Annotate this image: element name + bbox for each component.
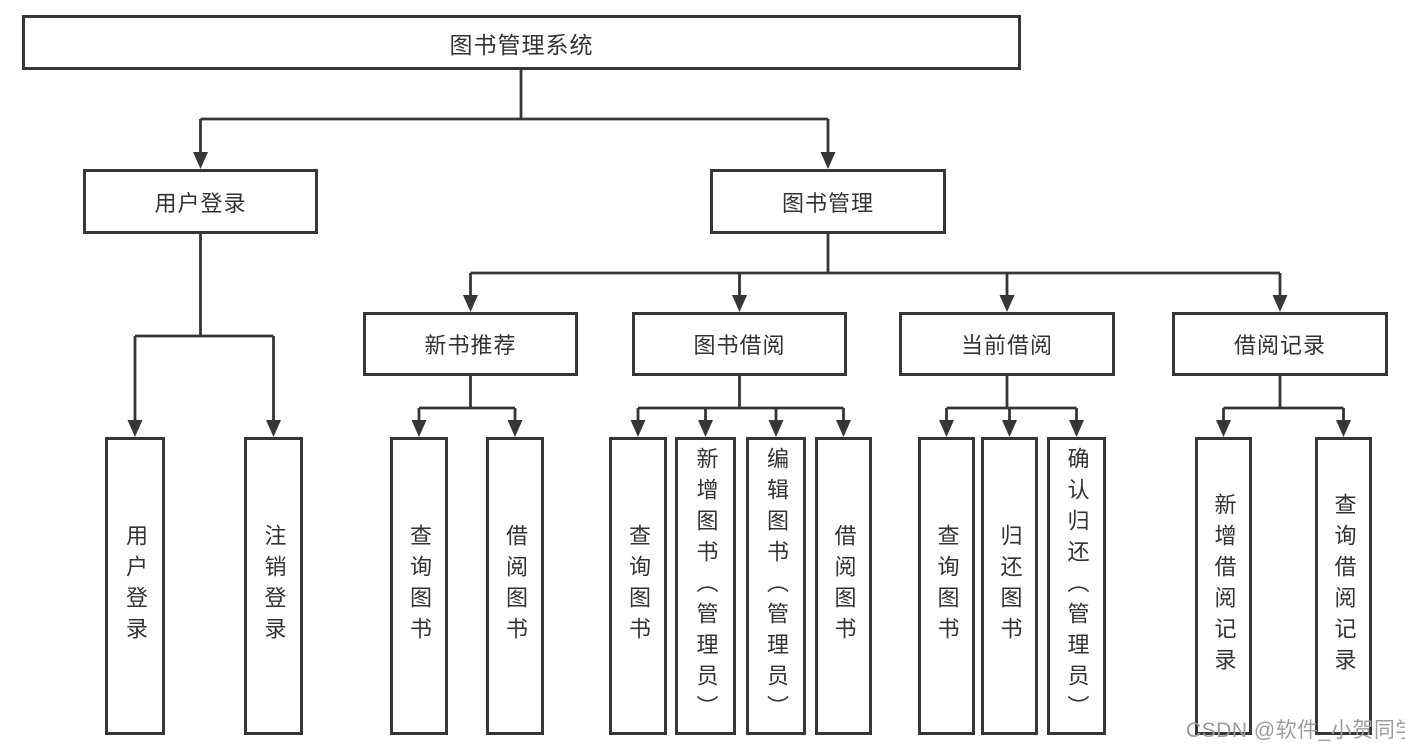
csdn-watermark: CSDN @软件_小贺同学 <box>1186 719 1405 742</box>
leaf-add-book-admin: 新增图书（管理员） <box>675 437 736 735</box>
node-book-borrow: 图书借阅 <box>632 312 847 376</box>
leaf-edit-book-admin: 编辑图书（管理员） <box>746 437 806 735</box>
connector-userlogin-branch <box>133 234 275 423</box>
leaf-confirm-return-admin: 确认归还（管理员） <box>1047 437 1106 735</box>
leaf-add-borrow-record: 新增借阅记录 <box>1195 437 1252 735</box>
node-user-login: 用户登录 <box>83 169 318 234</box>
node-book-management: 图书管理 <box>710 169 946 234</box>
leaf-query-book-borrow: 查询图书 <box>609 437 667 735</box>
connector-current-branch <box>945 376 1078 423</box>
connector-bookmgmt-branch <box>469 234 1282 298</box>
node-current-borrow: 当前借阅 <box>899 312 1115 376</box>
leaf-return-book: 归还图书 <box>981 437 1038 735</box>
leaf-borrow-book: 借阅图书 <box>815 437 872 735</box>
node-new-book-recommend: 新书推荐 <box>363 312 578 376</box>
node-root-system: 图书管理系统 <box>22 15 1021 70</box>
leaf-query-book-current: 查询图书 <box>918 437 975 735</box>
leaf-query-borrow-record: 查询借阅记录 <box>1315 437 1372 735</box>
connector-borrow-branch <box>636 376 845 423</box>
leaf-query-book-recommend: 查询图书 <box>390 437 448 735</box>
leaf-logout: 注销登录 <box>244 437 303 735</box>
node-borrow-record: 借阅记录 <box>1172 312 1388 376</box>
connector-root-to-level2 <box>199 70 830 155</box>
leaf-borrow-book-recommend: 借阅图书 <box>486 437 544 735</box>
connector-newbook-branch <box>417 376 517 423</box>
arrowheads <box>127 152 1351 437</box>
leaf-user-login: 用户登录 <box>105 437 165 735</box>
connector-record-branch <box>1222 376 1345 423</box>
